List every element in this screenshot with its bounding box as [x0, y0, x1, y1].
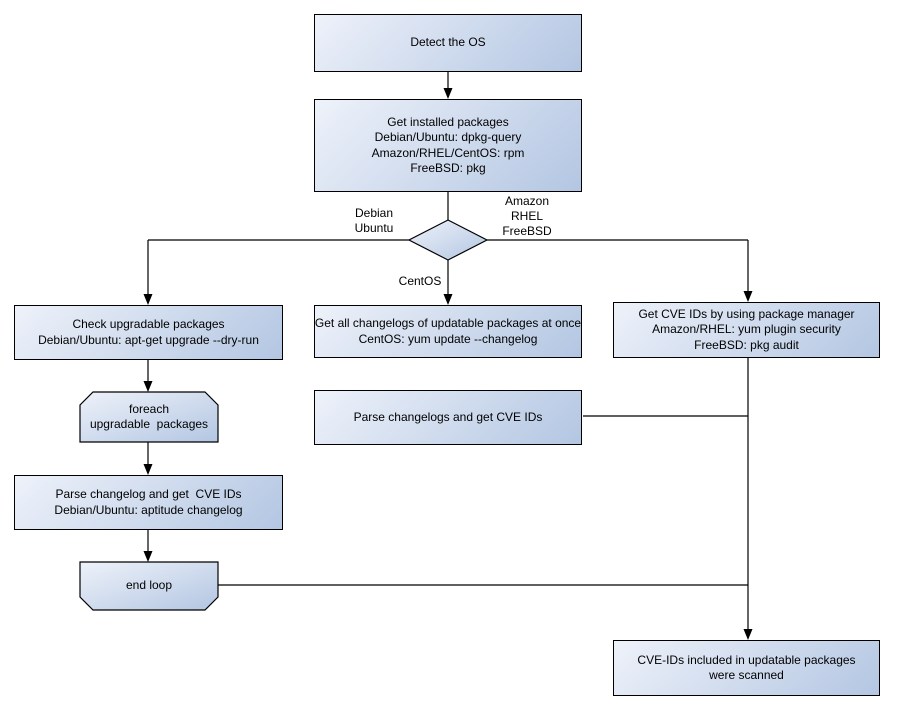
node-parse-changelogs-centos: Parse changelogs and get CVE IDs [314, 390, 582, 445]
end-loop-shape [79, 561, 219, 611]
node-detect-os-label: Detect the OS [410, 35, 486, 50]
node-parse-changelogs-centos-label: Parse changelogs and get CVE IDs [353, 409, 543, 424]
node-detect-os: Detect the OS [314, 14, 582, 72]
node-end-loop: end loop [80, 562, 218, 610]
branch-label-amazon-rhel-freebsd: Amazon RHEL FreeBSD [502, 194, 552, 238]
node-check-upgradable-packages-label: Check upgradable packages Debian/Ubuntu:… [38, 317, 259, 347]
node-get-installed-packages-label: Get installed packages Debian/Ubuntu: dp… [371, 114, 525, 176]
node-foreach-loop-label: foreach upgradable packages [89, 401, 209, 432]
branch-label-debian-ubuntu: Debian Ubuntu [354, 206, 394, 235]
foreach-loop-shape [79, 391, 219, 443]
arrowheads [143, 88, 753, 640]
connector-lines [147, 72, 749, 631]
branch-label-centos: CentOS [398, 274, 442, 288]
node-result-scanned: CVE-IDs included in updatable packages w… [613, 640, 880, 696]
node-parse-changelog-debian-label: Parse changelog and get CVE IDs Debian/U… [54, 487, 243, 517]
node-get-all-changelogs: Get all changelogs of updatable packages… [314, 305, 582, 358]
node-get-cve-ids-package-manager-label: Get CVE IDs by using package manager Ama… [638, 306, 855, 352]
node-get-installed-packages: Get installed packages Debian/Ubuntu: dp… [314, 99, 582, 192]
node-foreach-loop: foreach upgradable packages [80, 392, 218, 442]
node-end-loop-label: end loop [125, 578, 173, 593]
node-result-scanned-label: CVE-IDs included in updatable packages w… [637, 652, 856, 683]
node-parse-changelog-debian: Parse changelog and get CVE IDs Debian/U… [14, 475, 283, 530]
node-check-upgradable-packages: Check upgradable packages Debian/Ubuntu:… [14, 305, 283, 360]
node-get-cve-ids-package-manager: Get CVE IDs by using package manager Ama… [613, 302, 880, 358]
os-decision-diamond [407, 219, 489, 261]
node-get-all-changelogs-label: Get all changelogs of updatable packages… [314, 316, 582, 346]
